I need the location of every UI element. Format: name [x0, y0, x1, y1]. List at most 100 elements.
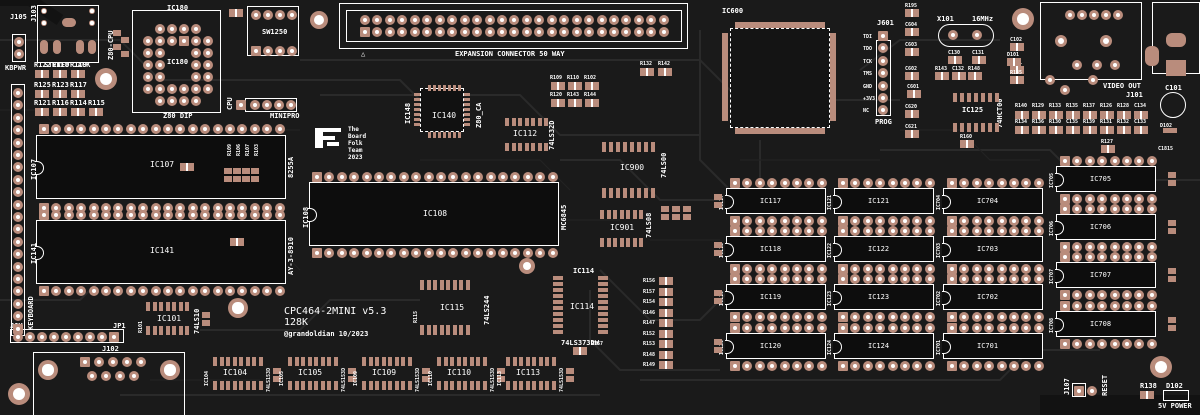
- ic180-pin: [179, 84, 189, 94]
- ic705-pin: [1122, 156, 1132, 166]
- ic122-pin: [862, 226, 873, 236]
- resistor-label: R144: [584, 92, 597, 98]
- joystick-pin: [13, 332, 23, 342]
- video-pin: [1077, 10, 1087, 20]
- ic114-pin: [553, 330, 563, 334]
- ic107-pin: [138, 124, 149, 134]
- ic105-pin: [327, 381, 331, 390]
- resistor-label: R115: [88, 99, 105, 107]
- component-label: D101: [1007, 52, 1020, 58]
- ic104-pin: [232, 357, 237, 366]
- expansion-pin: [584, 15, 595, 25]
- ic707-pin: [1084, 290, 1095, 300]
- ic108-pin: [448, 248, 459, 258]
- ic109-pin: [381, 357, 386, 366]
- ic108-pin: [361, 248, 372, 258]
- ic110-ref-side: IC110: [428, 370, 434, 386]
- ic108-pin: [547, 248, 558, 258]
- ic124-pin: [838, 323, 848, 333]
- ic141-pin: [187, 210, 198, 220]
- ic104-part: 74LS153D: [266, 367, 272, 392]
- ic115-pin: [439, 325, 444, 335]
- ic120-pin: [792, 323, 802, 333]
- ic107-pin: [39, 203, 49, 213]
- ic141-pin: [150, 210, 161, 220]
- ic140-chip: [420, 88, 464, 132]
- keyboard-pin: [13, 125, 23, 136]
- ic123-pin: [850, 312, 861, 322]
- ic901-pin: [639, 210, 643, 219]
- ic701-pin: [1033, 323, 1044, 333]
- ic701-pin: [947, 323, 957, 333]
- ic120-pin: [742, 361, 753, 371]
- expansion-pin: [384, 15, 395, 25]
- ic108-pin: [349, 172, 360, 182]
- ic113-pin: [519, 357, 523, 366]
- ic101-pin: [165, 302, 170, 311]
- ic117-ref: IC117: [760, 197, 782, 205]
- cap-c602: [905, 72, 919, 80]
- ic701-pin: [1033, 361, 1044, 371]
- ic122-pin: [850, 264, 861, 274]
- ic108-pin: [374, 172, 384, 182]
- resistor-label: R109: [550, 75, 563, 81]
- ic140-ref-side: IC148: [404, 102, 412, 124]
- ic114-pin: [553, 276, 563, 280]
- resistor-label: R149: [643, 362, 656, 368]
- component-label: R143: [935, 66, 948, 72]
- ic123-pin: [900, 274, 910, 284]
- ic121-pin: [850, 178, 861, 188]
- ic124-pin: [875, 361, 886, 371]
- ic110-pin: [450, 381, 454, 390]
- keyboard-pin: [13, 323, 23, 334]
- ic141-pin: [138, 210, 149, 220]
- reset-pin[interactable]: [1074, 386, 1084, 396]
- ic112-pin: [537, 143, 542, 151]
- ic707-pin: [1060, 252, 1070, 262]
- resistor-label: R134: [1015, 119, 1028, 125]
- resistor-label: R156: [643, 278, 656, 284]
- ic112-pin: [524, 143, 529, 151]
- ic120-pin: [804, 361, 815, 371]
- ic124-pin: [875, 323, 886, 333]
- ic107-pin: [88, 124, 99, 134]
- ic702-pin: [996, 312, 1007, 322]
- ic706-pin: [1084, 204, 1095, 214]
- ic108-pin: [510, 248, 521, 258]
- ic900-pin: [644, 188, 648, 198]
- jack-slot: [76, 40, 84, 54]
- ic706-pin: [1072, 204, 1083, 214]
- power-jack-pad: [1145, 46, 1159, 66]
- ic118-pin: [730, 226, 740, 236]
- logo-text-4: Team: [348, 147, 363, 154]
- resistor-r110: [568, 82, 582, 90]
- ic707-pin: [1072, 252, 1083, 262]
- ic107-pin: [200, 124, 211, 134]
- ic117-pin: [730, 178, 740, 188]
- ic108-pin: [473, 172, 484, 182]
- ic104-pin: [258, 381, 263, 390]
- ic101-pin: [178, 302, 183, 311]
- ic701-pin: [1009, 361, 1019, 371]
- video-pin: [1045, 75, 1055, 85]
- ic108-pin: [423, 172, 434, 182]
- ic900-pin: [651, 142, 655, 152]
- keyboard-pin: [13, 249, 23, 260]
- ic702-pin: [947, 274, 957, 284]
- resistor-label: R127: [1101, 139, 1114, 145]
- led-label: D102: [1160, 123, 1173, 129]
- logo-text-3: Folk: [348, 140, 363, 147]
- resistor-r107: [242, 168, 250, 182]
- ic141-pin: [113, 210, 124, 220]
- ic124-ref: IC124: [868, 342, 890, 350]
- ic141-pin: [101, 210, 111, 220]
- ic107-pin: [150, 203, 161, 213]
- ic113-pin: [538, 381, 543, 390]
- reset-pin[interactable]: [1087, 386, 1097, 396]
- minipro-label: MINIPRO: [270, 112, 300, 120]
- ic118-pin: [779, 226, 790, 236]
- ic703-pin: [947, 226, 957, 236]
- ic118-pin: [754, 226, 765, 236]
- expansion-pin: [658, 27, 669, 37]
- ic708-pin: [1060, 301, 1070, 311]
